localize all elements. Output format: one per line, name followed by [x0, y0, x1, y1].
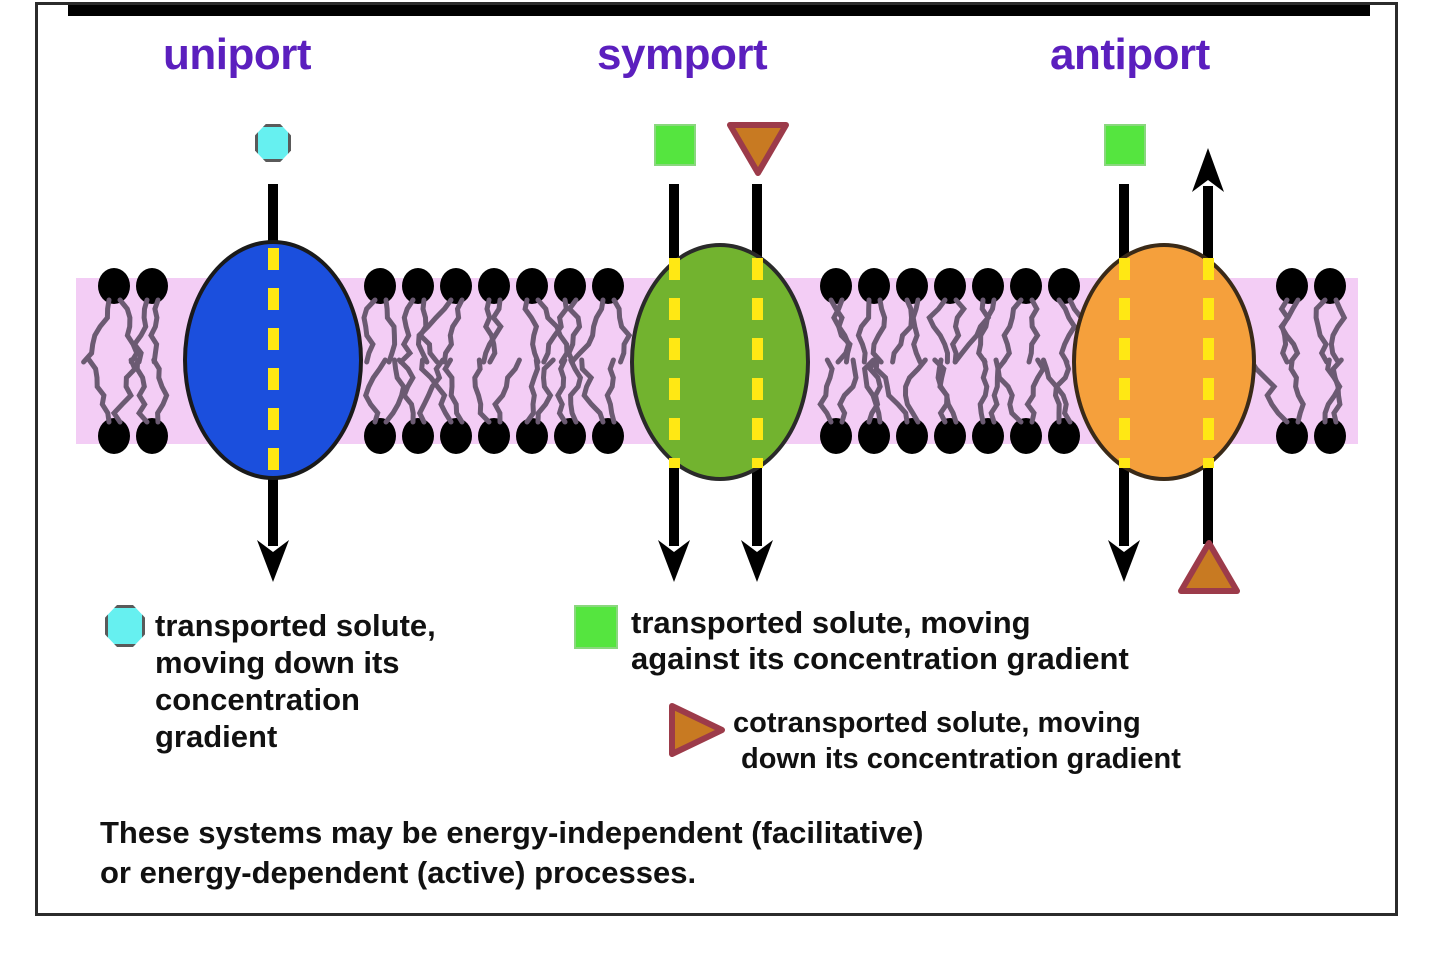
transporter-antiport[interactable]: [1072, 243, 1256, 481]
channel-antiport-1: [1119, 258, 1130, 468]
title-symport: symport: [597, 30, 768, 79]
phospholipid-bilayer-icon: [81, 268, 1348, 454]
legend-marker-triangle: [669, 703, 725, 757]
channel-symport-2: [752, 258, 763, 468]
channel-uniport-1: [268, 248, 279, 476]
top-divider-rule: [68, 5, 1370, 16]
legend-item-1-label: transported solute, moving down its conc…: [155, 608, 436, 754]
legend-item-3-label: cotransported solute, moving down its co…: [733, 707, 1181, 775]
title-uniport: uniport: [163, 30, 312, 79]
legend-marker-hexagon: [105, 605, 145, 647]
figure-caption: These systems may be energy-independent …: [100, 815, 924, 890]
legend-marker-square: [574, 605, 618, 649]
title-antiport: antiport: [1050, 30, 1210, 79]
solute-hexagon-uniport: [255, 124, 291, 162]
channel-symport-1: [669, 258, 680, 468]
solute-square-antiport: [1104, 124, 1146, 166]
legend-item-2-label: transported solute, moving against its c…: [631, 605, 1129, 676]
solute-triangle-up-antiport: [1178, 540, 1240, 594]
solute-square-symport: [654, 124, 696, 166]
channel-antiport-2: [1203, 258, 1214, 468]
solute-triangle-down-symport: [727, 122, 789, 176]
transporter-symport[interactable]: [630, 243, 810, 481]
